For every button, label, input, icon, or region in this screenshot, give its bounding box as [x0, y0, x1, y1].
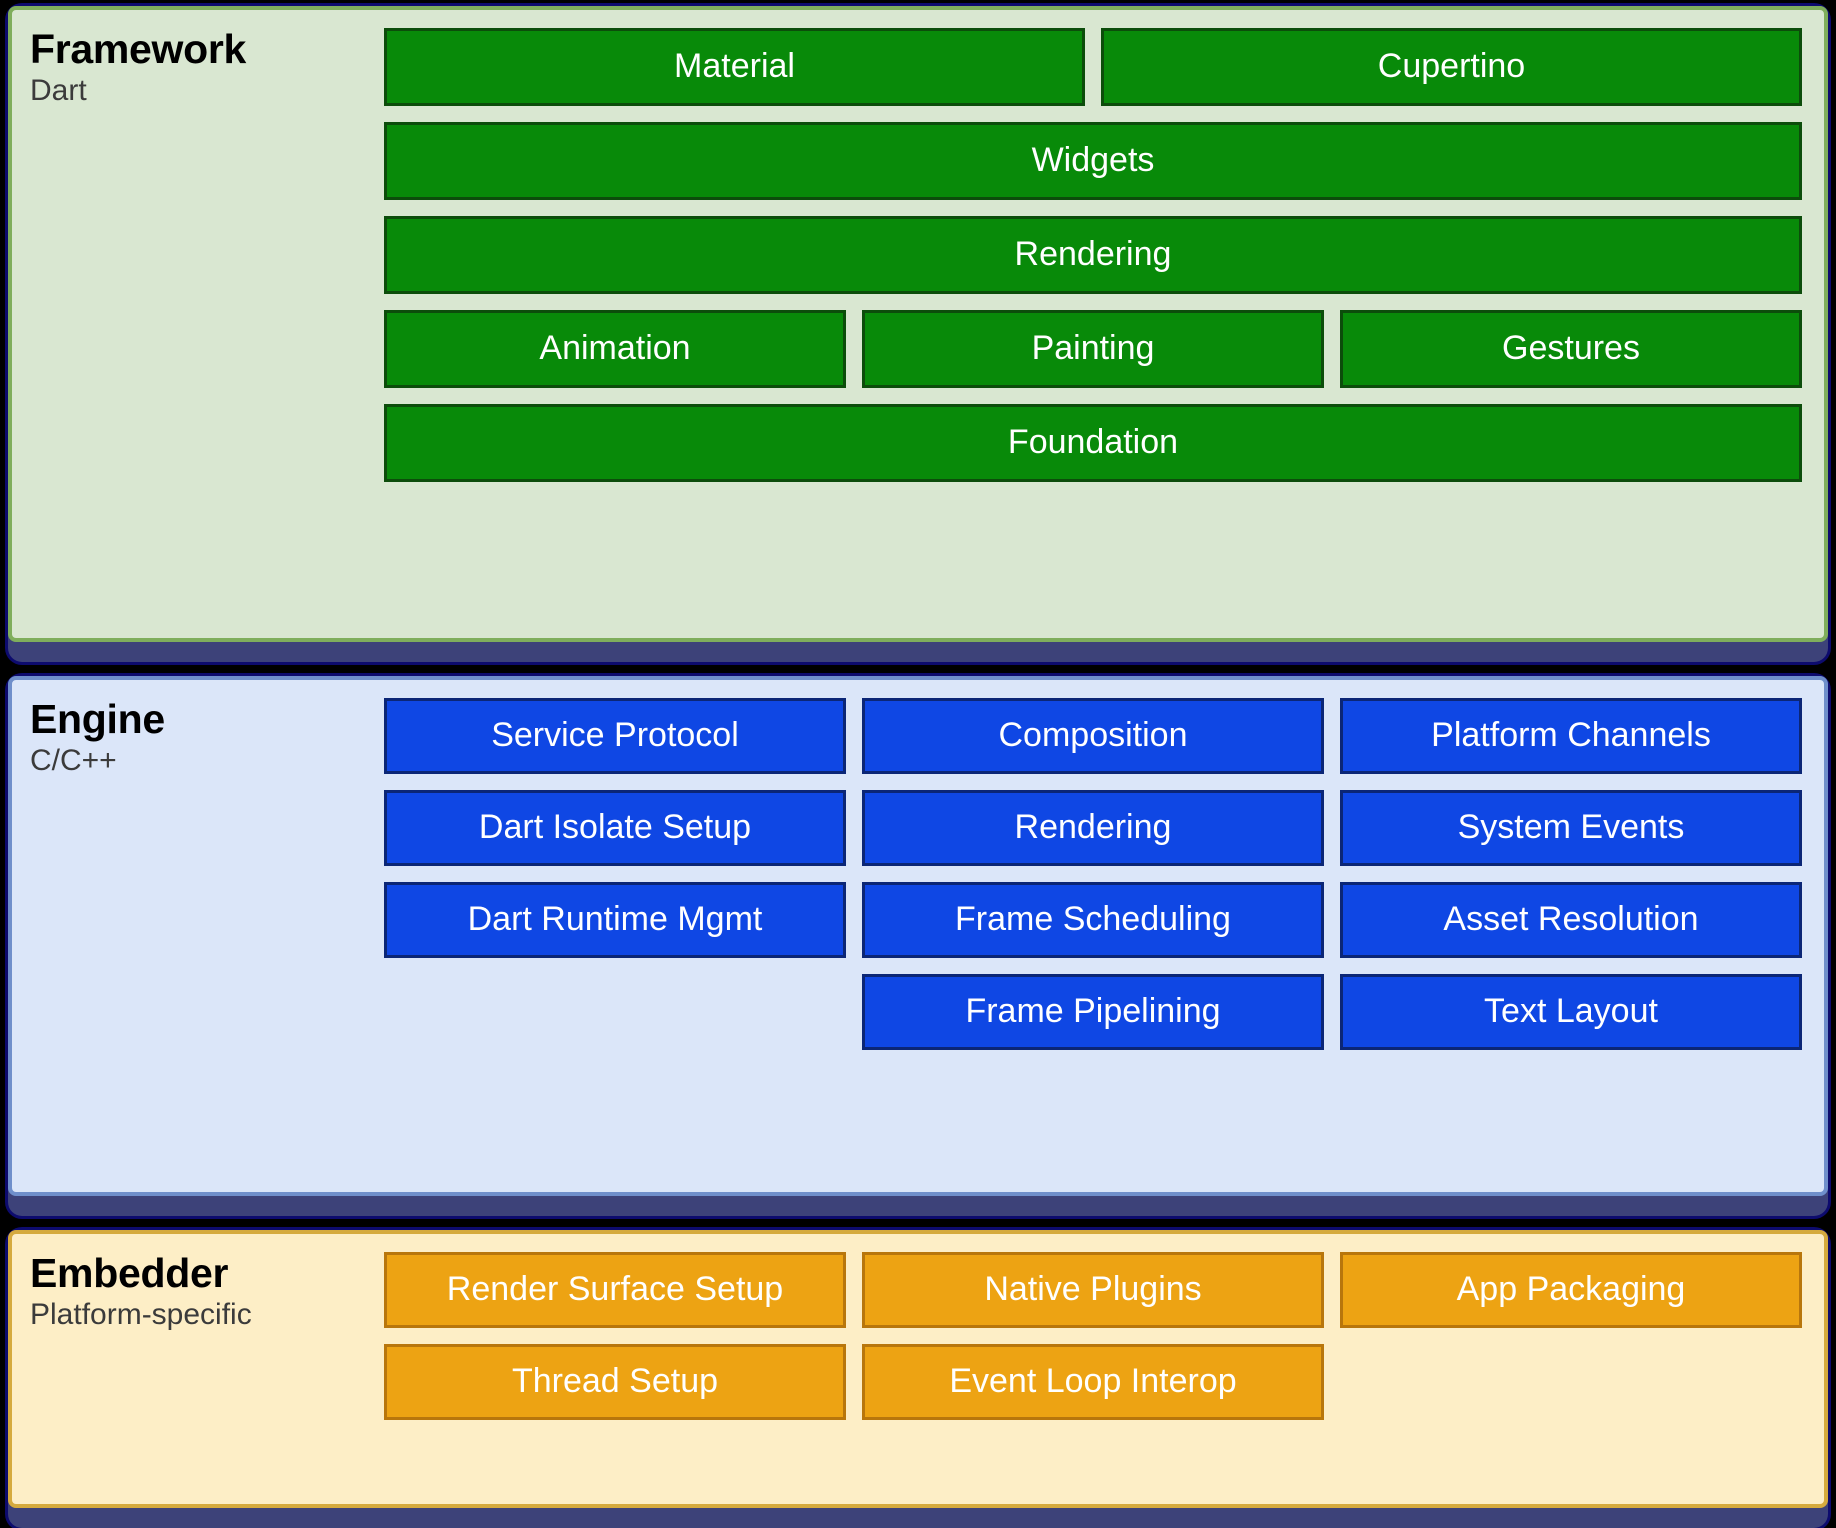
block-app-packaging[interactable]: App Packaging: [1340, 1252, 1802, 1328]
layer-shell-engine: Engine C/C++ Service Protocol Compositio…: [8, 676, 1828, 1216]
layer-engine-blocks: Service Protocol Composition Platform Ch…: [384, 680, 1824, 1050]
layer-embedder-subtitle: Platform-specific: [30, 1298, 252, 1332]
block-native-plugins[interactable]: Native Plugins: [862, 1252, 1324, 1328]
block-system-events[interactable]: System Events: [1340, 790, 1802, 866]
block-event-loop-interop[interactable]: Event Loop Interop: [862, 1344, 1324, 1420]
block-gestures[interactable]: Gestures: [1340, 310, 1802, 388]
framework-row-4: Animation Painting Gestures: [384, 310, 1802, 388]
block-asset-resolution[interactable]: Asset Resolution: [1340, 882, 1802, 958]
engine-row-1: Service Protocol Composition Platform Ch…: [384, 698, 1802, 774]
embedder-row-1: Render Surface Setup Native Plugins App …: [384, 1252, 1802, 1328]
layer-engine-subtitle: C/C++: [30, 744, 117, 778]
block-cupertino[interactable]: Cupertino: [1101, 28, 1802, 106]
block-painting[interactable]: Painting: [862, 310, 1324, 388]
layer-framework-subtitle: Dart: [30, 74, 87, 108]
layer-framework-title: Framework: [30, 26, 247, 72]
engine-row-2: Dart Isolate Setup Rendering System Even…: [384, 790, 1802, 866]
layer-embedder: Embedder Platform-specific Render Surfac…: [8, 1230, 1828, 1508]
layer-shell-framework: Framework Dart Material Cupertino Widget…: [8, 6, 1828, 662]
engine-row-4: Frame Pipelining Text Layout: [384, 974, 1802, 1050]
block-dart-runtime-mgmt[interactable]: Dart Runtime Mgmt: [384, 882, 846, 958]
framework-row-3: Rendering: [384, 216, 1802, 294]
block-render-surface-setup[interactable]: Render Surface Setup: [384, 1252, 846, 1328]
block-material[interactable]: Material: [384, 28, 1085, 106]
layer-framework: Framework Dart Material Cupertino Widget…: [8, 6, 1828, 642]
layer-framework-blocks: Material Cupertino Widgets Rendering Ani…: [384, 10, 1824, 482]
block-widgets[interactable]: Widgets: [384, 122, 1802, 200]
embedder-row-2: Thread Setup Event Loop Interop: [384, 1344, 1802, 1420]
block-frame-scheduling[interactable]: Frame Scheduling: [862, 882, 1324, 958]
block-rendering-engine[interactable]: Rendering: [862, 790, 1324, 866]
block-engine-spacer: [384, 974, 846, 1050]
layer-shell-embedder: Embedder Platform-specific Render Surfac…: [8, 1230, 1828, 1528]
block-text-layout[interactable]: Text Layout: [1340, 974, 1802, 1050]
framework-row-5: Foundation: [384, 404, 1802, 482]
layer-framework-header: Framework Dart: [12, 10, 384, 109]
block-frame-pipelining[interactable]: Frame Pipelining: [862, 974, 1324, 1050]
layer-engine-title: Engine: [30, 696, 165, 742]
layer-embedder-title: Embedder: [30, 1250, 229, 1296]
block-embedder-spacer: [1340, 1344, 1802, 1420]
block-composition[interactable]: Composition: [862, 698, 1324, 774]
block-service-protocol[interactable]: Service Protocol: [384, 698, 846, 774]
block-animation[interactable]: Animation: [384, 310, 846, 388]
block-rendering-framework[interactable]: Rendering: [384, 216, 1802, 294]
block-dart-isolate-setup[interactable]: Dart Isolate Setup: [384, 790, 846, 866]
layer-engine: Engine C/C++ Service Protocol Compositio…: [8, 676, 1828, 1196]
block-foundation[interactable]: Foundation: [384, 404, 1802, 482]
block-thread-setup[interactable]: Thread Setup: [384, 1344, 846, 1420]
engine-row-3: Dart Runtime Mgmt Frame Scheduling Asset…: [384, 882, 1802, 958]
layer-engine-header: Engine C/C++: [12, 680, 384, 779]
layer-embedder-blocks: Render Surface Setup Native Plugins App …: [384, 1234, 1824, 1420]
layer-embedder-header: Embedder Platform-specific: [12, 1234, 384, 1333]
framework-row-2: Widgets: [384, 122, 1802, 200]
framework-row-1: Material Cupertino: [384, 28, 1802, 106]
block-platform-channels[interactable]: Platform Channels: [1340, 698, 1802, 774]
